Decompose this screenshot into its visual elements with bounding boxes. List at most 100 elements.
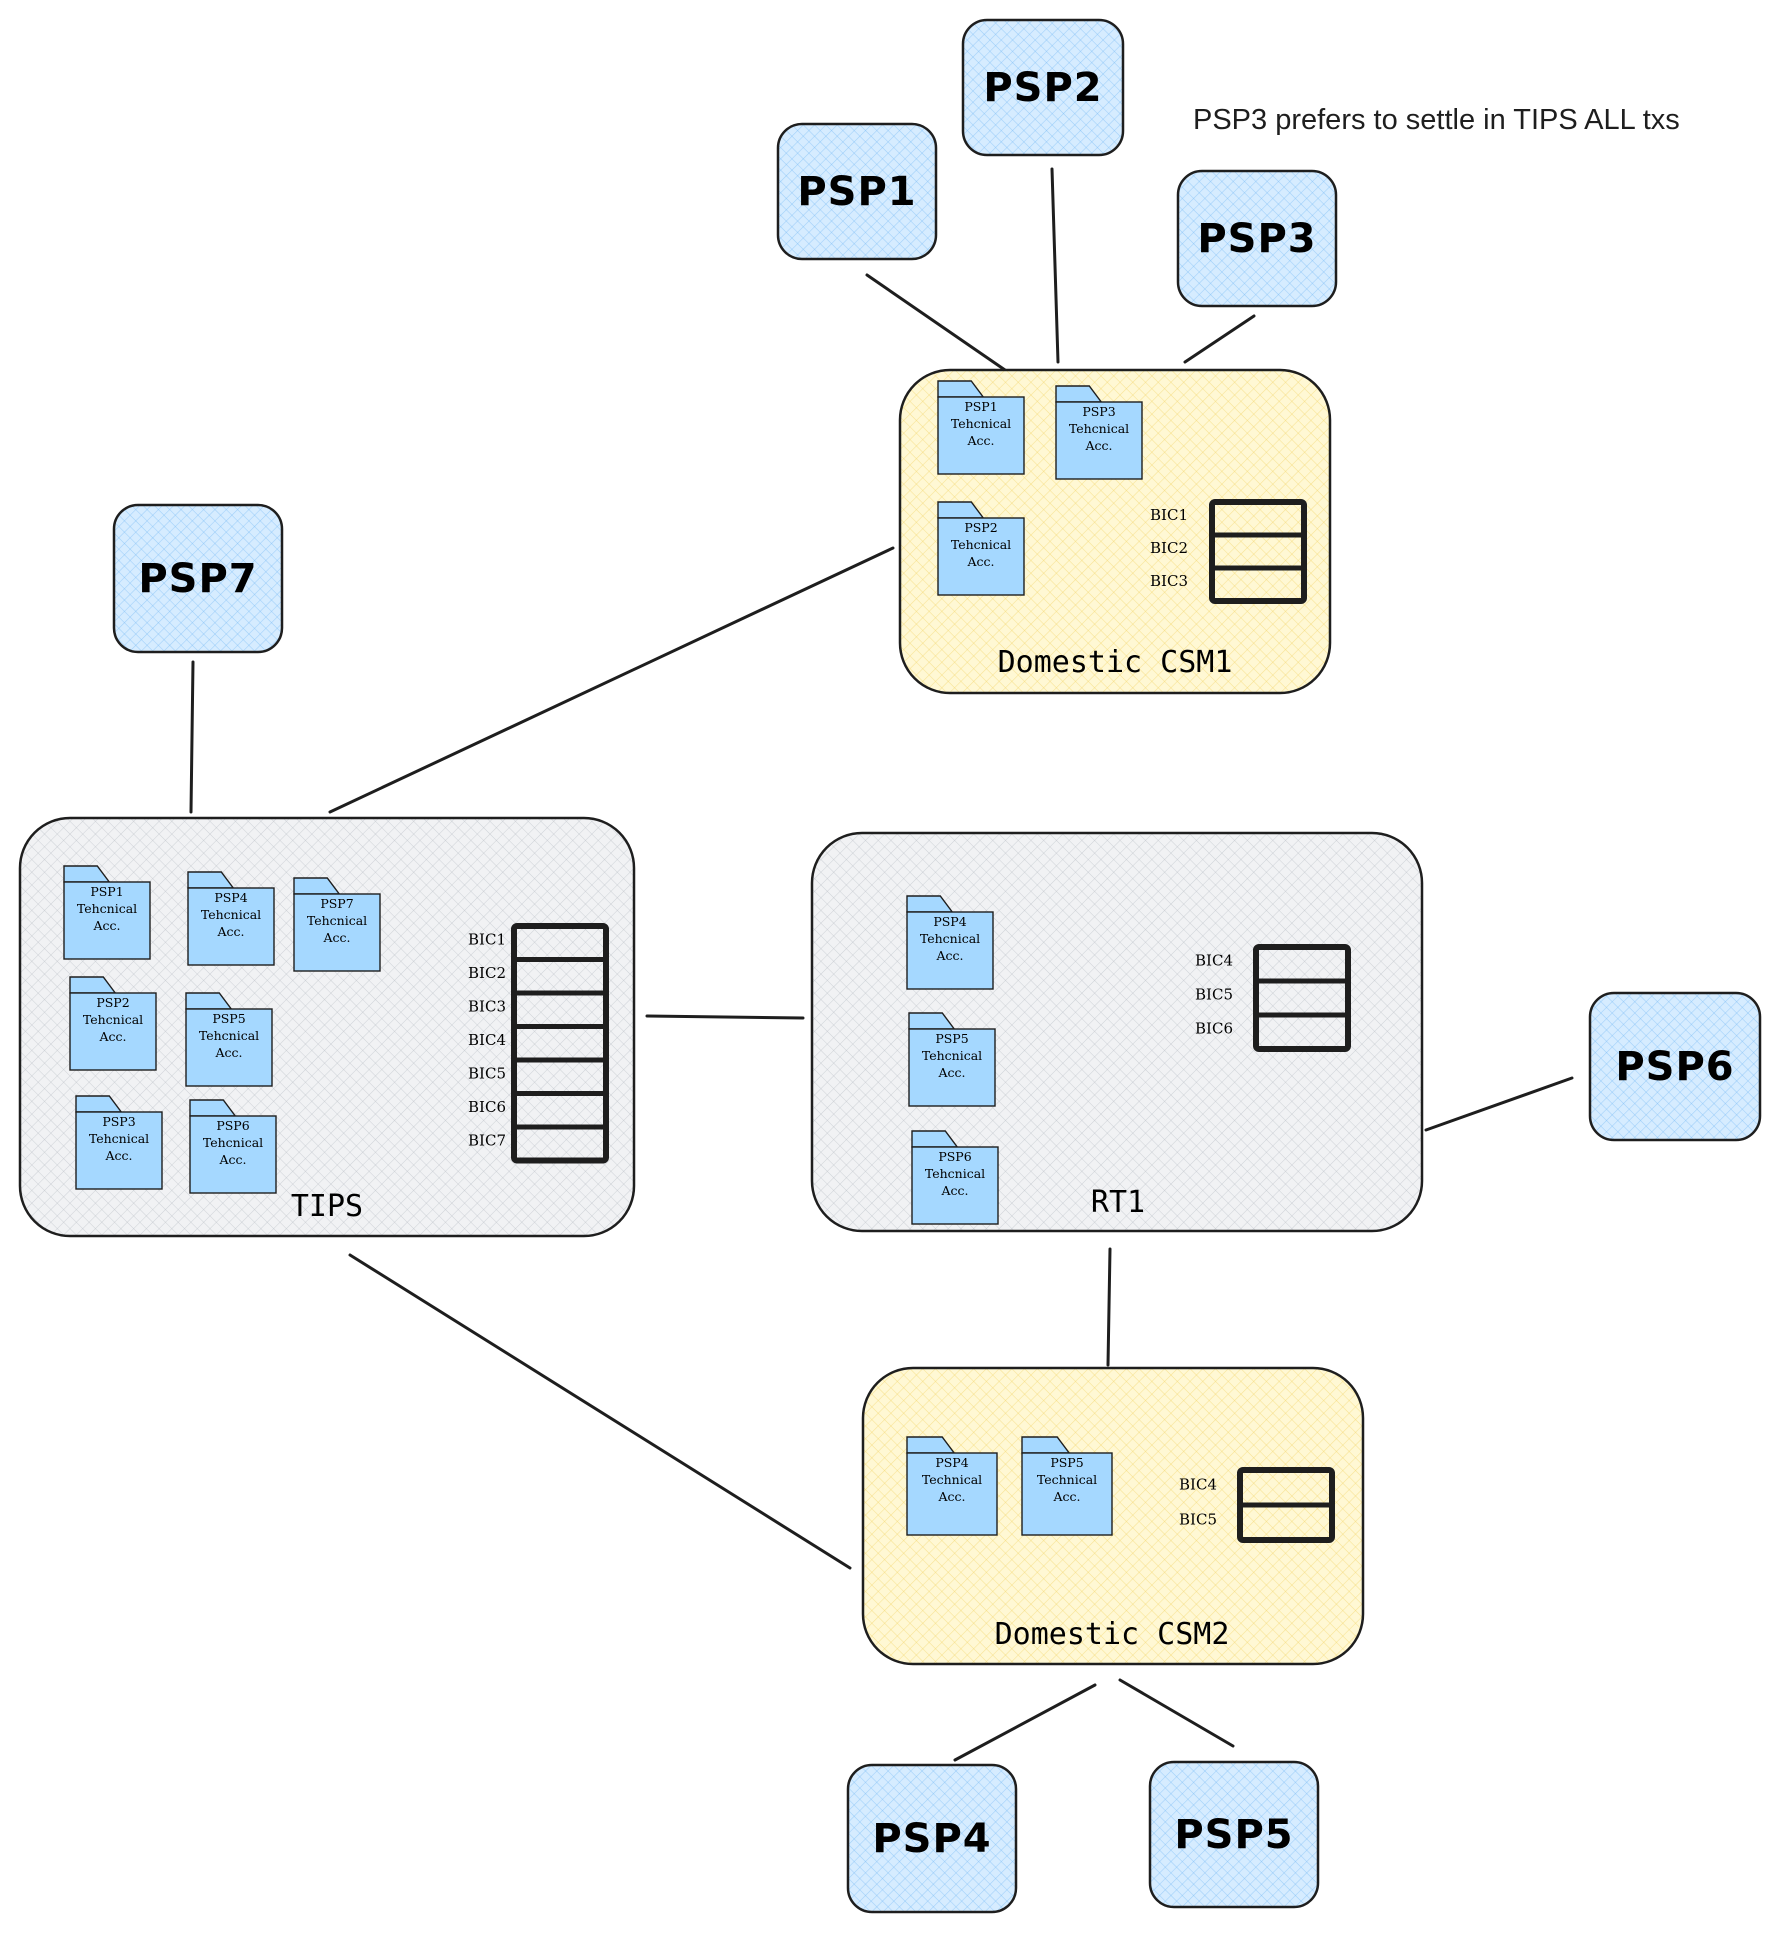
psp-node-psp4[interactable]: PSP4 [846, 1763, 1018, 1914]
technical-account-label-line: PSP5 [935, 1031, 968, 1046]
system-rt1[interactable]: PSP4TehcnicalAcc.PSP5TehcnicalAcc.PSP6Te… [810, 831, 1424, 1233]
technical-account-label-line: PSP2 [96, 995, 129, 1010]
bic-label: BIC2 [468, 964, 506, 982]
connector-tips-csm2 [348, 1253, 852, 1570]
psp7-label: PSP7 [138, 556, 257, 602]
connector-csm2-psp5 [1118, 1678, 1235, 1748]
technical-account-label-line: PSP3 [102, 1114, 135, 1129]
technical-account-label-line: Tehcnical [307, 913, 367, 928]
technical-account-label-line: Acc. [104, 1148, 132, 1163]
bic-label: BIC4 [1179, 1475, 1217, 1493]
technical-account-label-line: Tehcnical [199, 1028, 259, 1043]
technical-account-label-line: PSP6 [938, 1149, 971, 1164]
bic-register [1237, 1467, 1335, 1543]
connector-psp2-csm1 [1050, 167, 1060, 364]
psp4-label: PSP4 [872, 1816, 991, 1862]
bic-label: BIC6 [468, 1098, 506, 1116]
technical-account-label-line: Tehcnical [920, 931, 980, 946]
bic-label: BIC2 [1150, 539, 1188, 557]
technical-account-label-line: PSP3 [1082, 404, 1115, 419]
settlement-note: PSP3 prefers to settle in TIPS ALL txs [1193, 104, 1680, 136]
system-domestic-csm1[interactable]: PSP1TehcnicalAcc.PSP3TehcnicalAcc.PSP2Te… [898, 368, 1332, 695]
bic-label: BIC3 [468, 997, 506, 1015]
technical-account-label-line: PSP2 [964, 520, 997, 535]
bic-label: BIC5 [1195, 986, 1233, 1004]
technical-account-label-line: Technical [922, 1472, 982, 1487]
technical-account-label-line: Acc. [322, 930, 350, 945]
technical-account-label-line: Acc. [937, 1065, 965, 1080]
technical-account-label-line: Tehcnical [922, 1048, 982, 1063]
technical-account-label-line: Tehcnical [201, 907, 261, 922]
connector-rt1-csm2 [1106, 1247, 1112, 1367]
csm2-label: Domestic CSM2 [995, 1617, 1230, 1652]
bic-label: BIC1 [468, 930, 506, 948]
technical-account-label-line: Tehcnical [83, 1012, 143, 1027]
psp6-label: PSP6 [1615, 1044, 1734, 1090]
technical-account-label-line: PSP5 [1050, 1455, 1083, 1470]
psp-node-psp7[interactable]: PSP7 [112, 503, 284, 654]
technical-account-label-line: Acc. [218, 1152, 246, 1167]
technical-account-label-line: PSP1 [90, 884, 123, 899]
connector-psp3-csm1 [1183, 314, 1256, 364]
bic-label: BIC5 [1179, 1510, 1217, 1528]
connector-psp1-csm1 [865, 273, 1007, 372]
technical-account-label-line: PSP1 [964, 399, 997, 414]
psp-node-psp5[interactable]: PSP5 [1148, 1760, 1320, 1909]
connector-psp7-tips [189, 660, 195, 814]
technical-account-label-line: Acc. [966, 433, 994, 448]
technical-account-label-line: Acc. [216, 924, 244, 939]
technical-account-label-line: Tehcnical [203, 1135, 263, 1150]
psp-node-psp2[interactable]: PSP2 [961, 18, 1125, 157]
psp5-label: PSP5 [1174, 1812, 1293, 1858]
technical-account-label-line: Tehcnical [925, 1166, 985, 1181]
technical-account-label-line: Tehcnical [1069, 421, 1129, 436]
bic-label: BIC7 [468, 1131, 506, 1149]
psp-node-psp3[interactable]: PSP3 [1176, 169, 1338, 308]
rt1-label: RT1 [1091, 1185, 1145, 1220]
csm1-account-list: PSP1TehcnicalAcc.PSP3TehcnicalAcc.PSP2Te… [937, 380, 1143, 596]
bic-label: BIC1 [1150, 506, 1188, 524]
tips-label: TIPS [291, 1189, 363, 1224]
connector-tips-csm1 [328, 546, 895, 814]
rt1-account-list: PSP4TehcnicalAcc.PSP5TehcnicalAcc.PSP6Te… [906, 895, 999, 1225]
tips-account-list: PSP1TehcnicalAcc.PSP4TehcnicalAcc.PSP7Te… [63, 865, 381, 1194]
psp-node-psp1[interactable]: PSP1 [776, 122, 938, 261]
technical-account-label-line: Tehcnical [89, 1131, 149, 1146]
technical-account-label-line: Acc. [966, 554, 994, 569]
bic-register [1253, 944, 1351, 1052]
connector-tips-rt1 [645, 1014, 805, 1020]
technical-account-label-line: Tehcnical [951, 537, 1011, 552]
technical-account-label-line: Acc. [98, 1029, 126, 1044]
psp-node-psp6[interactable]: PSP6 [1588, 991, 1762, 1142]
system-tips[interactable]: PSP1TehcnicalAcc.PSP4TehcnicalAcc.PSP7Te… [18, 816, 636, 1238]
technical-account-label-line: Acc. [1084, 438, 1112, 453]
psp1-label: PSP1 [797, 169, 916, 215]
connector-csm2-psp4 [953, 1683, 1097, 1762]
technical-account-label-line: Technical [1037, 1472, 1097, 1487]
technical-account-label-line: Acc. [940, 1183, 968, 1198]
connector-rt1-psp6 [1424, 1076, 1574, 1132]
technical-account-label-line: PSP4 [935, 1455, 968, 1470]
technical-account-label-line: Tehcnical [951, 416, 1011, 431]
